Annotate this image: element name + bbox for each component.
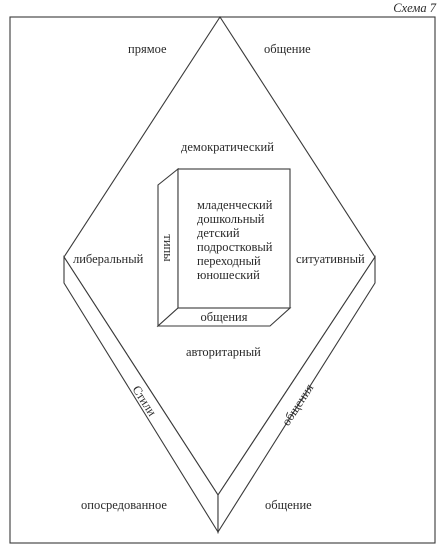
label-bottom-left: опосредованное bbox=[81, 498, 167, 512]
box-item-2: детский bbox=[197, 226, 240, 240]
box-item-3: подростковый bbox=[197, 240, 273, 254]
label-left: либеральный bbox=[73, 252, 144, 266]
box-item-4: переходный bbox=[197, 254, 261, 268]
outer-frame bbox=[9, 16, 436, 544]
box-item-1: дошкольный bbox=[197, 212, 265, 226]
label-inner-top: демократический bbox=[181, 140, 274, 154]
diamond-right-edge-face bbox=[217, 255, 376, 534]
label-top-left: прямое bbox=[128, 42, 167, 56]
box-item-0: младенческий bbox=[197, 198, 273, 212]
box-item-5: юношеский bbox=[197, 268, 260, 282]
label-right: ситуативный bbox=[296, 252, 365, 266]
label-inner-bottom: авторитарный bbox=[186, 345, 261, 359]
box-front-face bbox=[177, 168, 291, 309]
box-bottom-label: общения bbox=[201, 310, 248, 324]
label-bottom-right: общение bbox=[265, 498, 312, 512]
label-top-right: общение bbox=[264, 42, 311, 56]
box-side-label: типы bbox=[161, 234, 175, 262]
scheme-caption: Схема 7 bbox=[393, 1, 436, 15]
